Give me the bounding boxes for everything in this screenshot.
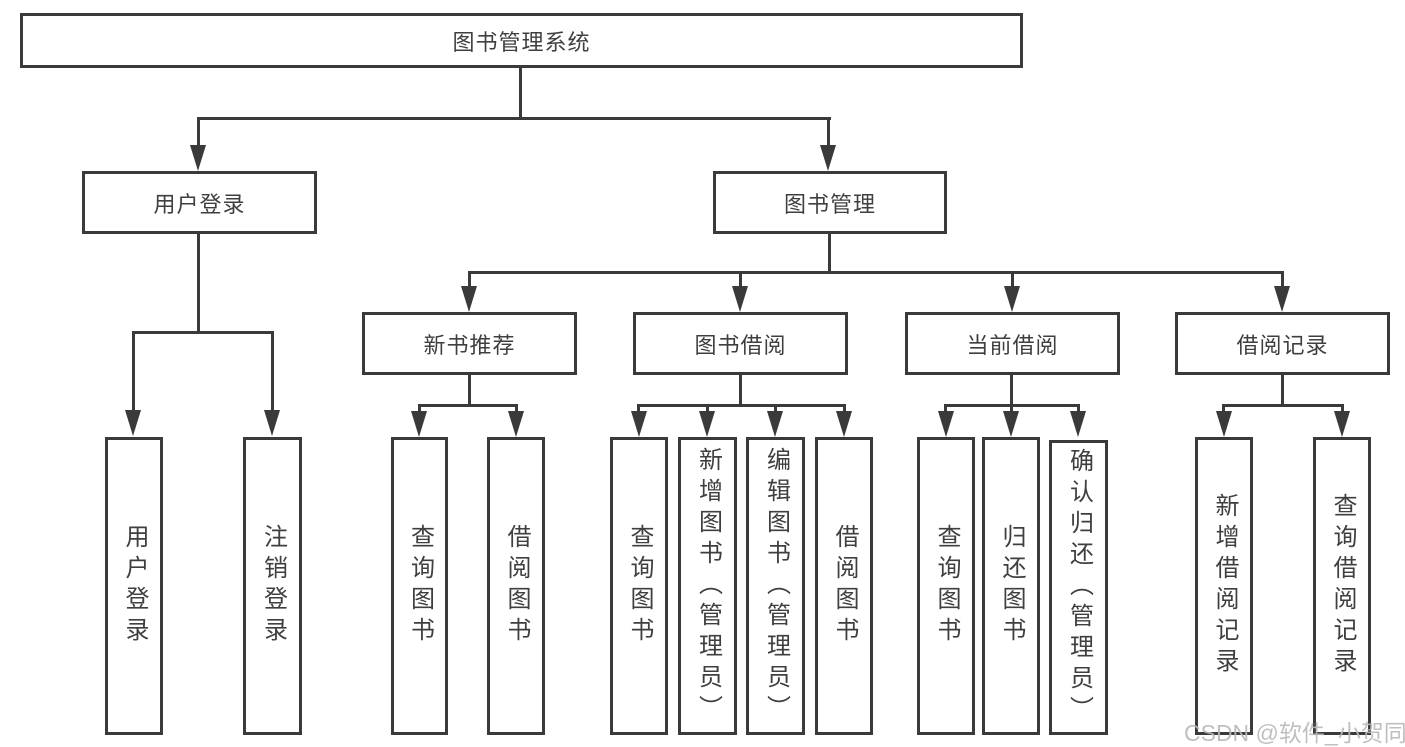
node-book-management: 图书管理 bbox=[713, 171, 947, 234]
connector-g3-drop1 bbox=[944, 404, 947, 413]
arrowhead-g2-leaf1 bbox=[631, 411, 647, 437]
connector-bookmgmt-branch bbox=[468, 271, 1284, 274]
leaf-user-login: 用户登录 bbox=[105, 437, 163, 735]
connector-bookmgmt-stem bbox=[828, 234, 831, 274]
connector-g4-stem bbox=[1281, 375, 1284, 407]
watermark: CSDN @软件_小贺同学 bbox=[1184, 720, 1405, 746]
node-current-borrowing: 当前借阅 bbox=[905, 312, 1120, 375]
arrowhead-leaf-login bbox=[125, 410, 141, 436]
connector-drop-book-mgmt bbox=[827, 117, 830, 147]
node-borrow-records: 借阅记录 bbox=[1175, 312, 1390, 375]
connector-g2-branch bbox=[637, 404, 846, 407]
connector-g3-drop3 bbox=[1077, 404, 1080, 413]
connector-g4-drop1 bbox=[1222, 404, 1225, 413]
connector-drop-user-login bbox=[197, 117, 200, 147]
arrowhead-g2-leaf3 bbox=[767, 411, 783, 437]
connector-g3-drop2 bbox=[1010, 404, 1013, 413]
arrowhead-book-mgmt bbox=[820, 145, 836, 171]
node-user-login: 用户登录 bbox=[82, 171, 317, 234]
arrowhead-g3-leaf3 bbox=[1070, 411, 1086, 437]
connector-root-branch bbox=[197, 117, 831, 120]
connector-userlogin-stem bbox=[197, 234, 200, 334]
connector-root-stem bbox=[519, 67, 522, 119]
arrowhead-current-borrow bbox=[1004, 286, 1020, 312]
leaf-borrow-borrow: 借阅图书 bbox=[815, 437, 873, 735]
arrowhead-g1-leaf2 bbox=[508, 411, 524, 437]
connector-g1-stem bbox=[468, 375, 471, 407]
arrowhead-g1-leaf1 bbox=[411, 411, 427, 437]
connector-drop-new-books bbox=[468, 271, 471, 287]
connector-g2-drop2 bbox=[706, 404, 709, 413]
connector-g1-drop2 bbox=[515, 404, 518, 413]
leaf-borrow-edit-admin: 编辑图书（管理员） bbox=[746, 437, 805, 735]
leaf-current-confirm-admin: 确认归还（管理员） bbox=[1049, 440, 1108, 735]
arrowhead-book-borrow bbox=[732, 286, 748, 312]
leaf-newbook-borrow: 借阅图书 bbox=[487, 437, 545, 735]
connector-g2-drop3 bbox=[774, 404, 777, 413]
arrowhead-g3-leaf2 bbox=[1003, 411, 1019, 437]
arrowhead-user-login bbox=[190, 145, 206, 171]
leaf-newbook-query: 查询图书 bbox=[391, 437, 448, 735]
leaf-current-return: 归还图书 bbox=[982, 437, 1040, 735]
connector-g2-drop1 bbox=[637, 404, 640, 413]
arrowhead-borrow-records bbox=[1274, 286, 1290, 312]
connector-g2-drop4 bbox=[843, 404, 846, 413]
arrowhead-leaf-logout bbox=[264, 410, 280, 436]
node-library-management-system: 图书管理系统 bbox=[20, 13, 1023, 68]
arrowhead-g4-leaf1 bbox=[1216, 411, 1232, 437]
leaf-borrow-query: 查询图书 bbox=[610, 437, 668, 735]
leaf-record-query: 查询借阅记录 bbox=[1313, 437, 1371, 735]
connector-drop-leaf-login bbox=[132, 331, 135, 411]
arrowhead-g4-leaf2 bbox=[1334, 411, 1350, 437]
leaf-current-query: 查询图书 bbox=[917, 437, 975, 735]
leaf-user-logout: 注销登录 bbox=[243, 437, 302, 735]
connector-drop-book-borrow bbox=[739, 271, 742, 287]
connector-userlogin-branch bbox=[132, 331, 274, 334]
connector-g4-drop2 bbox=[1341, 404, 1344, 413]
leaf-borrow-add-admin: 新增图书（管理员） bbox=[678, 437, 737, 735]
connector-g2-stem bbox=[739, 375, 742, 407]
arrowhead-g3-leaf1 bbox=[938, 411, 954, 437]
leaf-record-add: 新增借阅记录 bbox=[1195, 437, 1253, 735]
arrowhead-new-books bbox=[461, 286, 477, 312]
arrowhead-g2-leaf2 bbox=[699, 411, 715, 437]
connector-g1-branch bbox=[418, 404, 518, 407]
connector-g3-stem bbox=[1010, 375, 1013, 407]
connector-g1-drop1 bbox=[418, 404, 421, 413]
connector-drop-current-borrow bbox=[1011, 271, 1014, 287]
connector-g4-branch bbox=[1222, 404, 1344, 407]
connector-drop-leaf-logout bbox=[271, 331, 274, 411]
node-book-borrowing: 图书借阅 bbox=[633, 312, 848, 375]
node-new-book-recommend: 新书推荐 bbox=[362, 312, 577, 375]
arrowhead-g2-leaf4 bbox=[836, 411, 852, 437]
connector-drop-borrow-records bbox=[1281, 271, 1284, 287]
